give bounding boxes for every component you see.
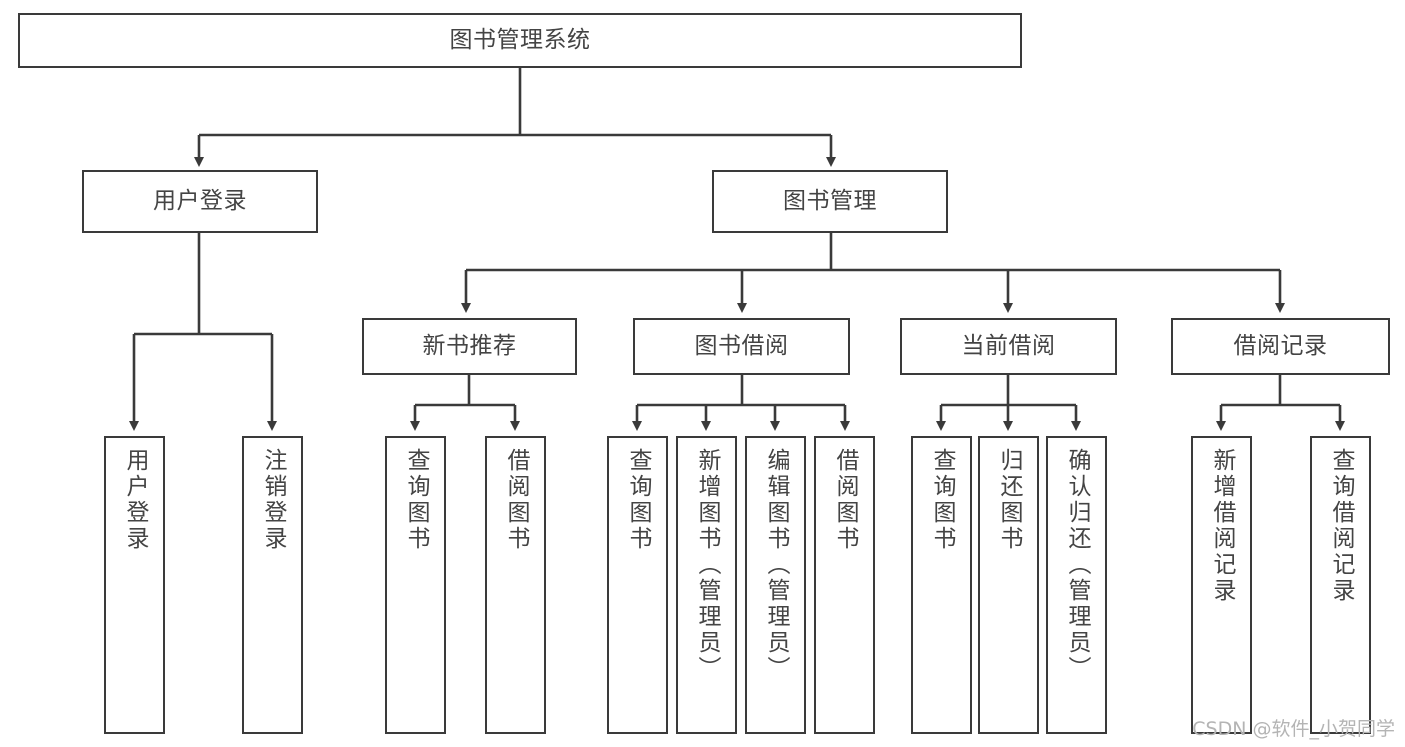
leaf-record-add-borrow-record[interactable]: 新增借阅记录 xyxy=(1191,436,1252,734)
leaf-current-confirm-return-admin[interactable]: 确认归还（管理员） xyxy=(1046,436,1107,734)
node-label: 查询图书 xyxy=(929,448,955,552)
node-label: 借阅图书 xyxy=(503,448,529,552)
leaf-recommend-borrow-book[interactable]: 借阅图书 xyxy=(485,436,546,734)
node-label: 图书借阅 xyxy=(694,332,789,359)
node-root-system[interactable]: 图书管理系统 xyxy=(18,13,1022,68)
node-label: 当前借阅 xyxy=(961,332,1056,359)
node-label: 新书推荐 xyxy=(422,332,517,359)
node-current-borrow[interactable]: 当前借阅 xyxy=(900,318,1117,375)
leaf-user-login[interactable]: 用户登录 xyxy=(104,436,165,734)
leaf-borrow-add-book-admin[interactable]: 新增图书（管理员） xyxy=(676,436,737,734)
node-label: 借阅记录 xyxy=(1233,332,1328,359)
node-book-management[interactable]: 图书管理 xyxy=(712,170,948,233)
node-label: 图书管理 xyxy=(783,187,877,214)
node-label: 查询图书 xyxy=(403,448,429,552)
node-label: 借阅图书 xyxy=(832,448,858,552)
node-label: 图书管理系统 xyxy=(449,26,591,53)
node-label: 用户登录 xyxy=(122,448,148,552)
node-label: 查询图书 xyxy=(625,448,651,552)
node-label: 归还图书 xyxy=(996,448,1022,552)
leaf-borrow-borrow-book[interactable]: 借阅图书 xyxy=(814,436,875,734)
leaf-current-return-book[interactable]: 归还图书 xyxy=(978,436,1039,734)
leaf-borrow-edit-book-admin[interactable]: 编辑图书（管理员） xyxy=(745,436,806,734)
node-label: 注销登录 xyxy=(260,448,286,552)
node-label: 查询借阅记录 xyxy=(1328,448,1354,604)
leaf-record-query-borrow-record[interactable]: 查询借阅记录 xyxy=(1310,436,1371,734)
node-user-login[interactable]: 用户登录 xyxy=(82,170,318,233)
leaf-borrow-query-book[interactable]: 查询图书 xyxy=(607,436,668,734)
leaf-recommend-query-book[interactable]: 查询图书 xyxy=(385,436,446,734)
node-book-borrow[interactable]: 图书借阅 xyxy=(633,318,850,375)
node-label: 用户登录 xyxy=(153,187,247,214)
node-new-book-recommend[interactable]: 新书推荐 xyxy=(362,318,577,375)
node-borrow-record[interactable]: 借阅记录 xyxy=(1171,318,1390,375)
node-label: 新增借阅记录 xyxy=(1209,448,1235,604)
leaf-current-query-book[interactable]: 查询图书 xyxy=(911,436,972,734)
node-label: 确认归还（管理员） xyxy=(1064,448,1090,682)
leaf-user-logout[interactable]: 注销登录 xyxy=(242,436,303,734)
node-label: 新增图书（管理员） xyxy=(694,448,720,682)
node-label: 编辑图书（管理员） xyxy=(763,448,789,682)
